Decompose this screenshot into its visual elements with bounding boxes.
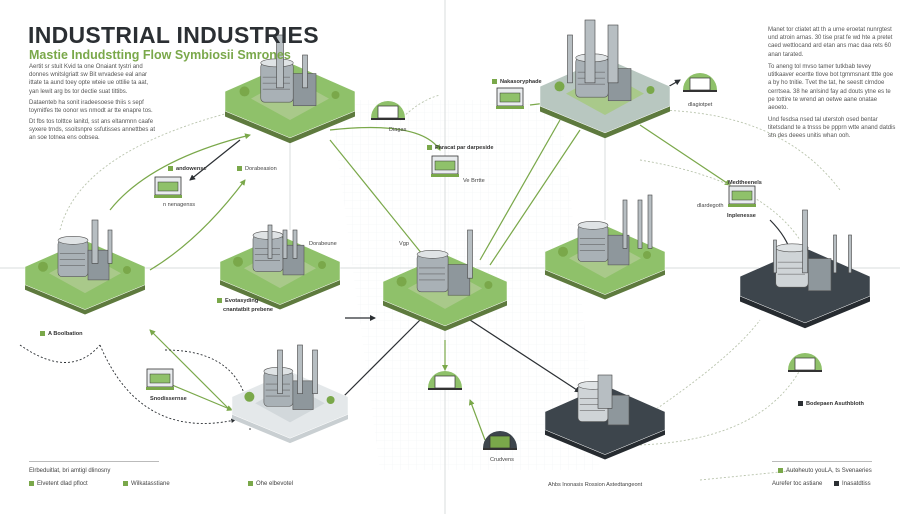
legend-swatch: [248, 481, 253, 486]
legend-swatch: [778, 468, 783, 473]
label-inplenesse: Inplenesse: [727, 213, 756, 219]
label-crudvens: Crudvens: [490, 457, 514, 463]
power-plant-node-top-right: [539, 19, 671, 139]
flow-arrow: [329, 126, 441, 151]
label-a-boolbation: A Boolbation: [40, 331, 83, 337]
label-paracat: Paracat par darpeside: [427, 145, 493, 151]
legend-left-item-3: Ohe elbevotel: [248, 481, 293, 487]
flow-arrow: [649, 109, 841, 191]
flow-arrow: [639, 319, 761, 421]
legend-swatch: [29, 481, 34, 486]
chemical-plant-node-center: [382, 229, 508, 332]
flow-arrow: [489, 129, 581, 266]
flow-arrow: [189, 139, 241, 181]
small-icon-dlagiotpet: [683, 73, 717, 92]
flow-arrow: [99, 344, 236, 424]
label-evotasyding: Evotasyding: [217, 298, 258, 304]
flow-connectors: [19, 79, 841, 481]
legend-left-item-1: Elvetent dlad pfloct: [29, 481, 88, 487]
flow-arrow: [468, 399, 486, 441]
label-diagas: Diagas: [389, 127, 407, 133]
legend-left-heading: Elrbeduitlat, bri amtigl dlinosny: [29, 468, 111, 474]
label-vgp: Vgp: [399, 241, 409, 247]
label-dorabeasion: Dorabeasion: [237, 166, 277, 172]
label-medtheenels: Medtheenels: [728, 180, 762, 186]
processing-node-right: [739, 209, 871, 329]
storage-node-mid-right: [544, 194, 666, 300]
flow-arrow: [109, 133, 251, 211]
intro-left-paragraph-2: Dataenteb ha sonit iradeesoese thiis s s…: [29, 100, 153, 115]
flow-arrow: [479, 119, 561, 261]
flow-arrow: [699, 469, 801, 481]
small-icons: [146, 73, 822, 450]
intro-right-paragraph-2: To aneng tol mvso tamer tutkbab tevey ut…: [768, 64, 894, 112]
legend-swatch: [123, 481, 128, 486]
small-icon-center-circle: [428, 371, 462, 390]
label-vebrrtte: Ve Brrtte: [463, 178, 485, 184]
legend-swatch: [834, 481, 839, 486]
label-andowense: andowense: [168, 166, 206, 172]
flow-arrow: [149, 329, 231, 411]
label-dorabeune: Dorabeune: [309, 241, 337, 247]
small-icon-andowense: [154, 176, 182, 198]
small-icon-crudvens: [483, 431, 517, 450]
flow-arrow: [19, 344, 101, 363]
intro-left-paragraph-1: Aertit sr stuit Kvid ta one Onaiant tyst…: [29, 64, 149, 95]
label-nakasoryphade: Nakasoryphade: [492, 79, 542, 85]
factory-node-left: [24, 219, 146, 315]
flow-arrow: [639, 124, 731, 186]
label-dlagiotpet: dlagiotpet: [688, 102, 713, 108]
flow-arrow: [639, 369, 801, 446]
legend-right-divider: [772, 461, 872, 462]
small-icon-snodissernse: [146, 368, 174, 390]
flow-arrow: [339, 319, 421, 401]
label-cnantatbit: cnantatbit prebene: [223, 307, 274, 313]
legend-left-divider: [29, 461, 159, 462]
refinery-node-top-left: [224, 34, 356, 144]
label-dlardegoth: dlardegoth: [697, 203, 724, 209]
small-icon-diagas: [371, 101, 405, 120]
legend-right-item-1: Autoheuto youLA, ts Svenaeries: [778, 468, 872, 474]
intro-right-paragraph-1: Manet tor ctiatet att th a urne eroetat …: [768, 27, 893, 58]
flow-arrow: [329, 139, 436, 271]
intro-left-paragraph-3: Dt fbs tos tolttce lanitd, sst ans eltan…: [29, 119, 156, 142]
legend-right-item-2: Aurefer toc astiane: [772, 481, 823, 487]
flow-arrow: [469, 319, 581, 393]
small-icon-medtheenels: [728, 185, 756, 207]
flow-arrow: [59, 109, 241, 231]
page-subtitle: Mastie Indudstting Flow Symbiosii Smrone…: [29, 48, 291, 62]
intro-right-paragraph-3: Und fesdsa nsed tal uterstoh osed bentar…: [768, 117, 896, 140]
page-title: INDUSTRIAL INDUSTRIES: [28, 22, 319, 48]
legend-left-item-2: Wilkatasstiane: [123, 481, 170, 487]
flow-arrow: [149, 179, 246, 271]
small-icon-paracat: [431, 155, 459, 177]
flow-arrow: [639, 159, 801, 241]
manufacturing-node-bottom: [231, 344, 349, 444]
label-nenagenss: n nenagenss: [163, 202, 196, 208]
label-ahbs: Ahbs Inonasis Rossion Astedtangeont: [548, 482, 643, 488]
tank-farm-node-mid-left: [219, 224, 341, 310]
industry-nodes: [24, 19, 871, 460]
silo-node-bottom-center: [544, 374, 666, 460]
label-snodissernse: Snodissernse: [150, 396, 187, 402]
label-bodepaen: Bodepaen Asuthbloth: [798, 401, 864, 407]
small-icon-nakasoryphade: [496, 87, 524, 109]
legend-right-item-3: Inasatdtiss: [834, 481, 871, 487]
small-icon-bodepaen: [788, 353, 822, 372]
